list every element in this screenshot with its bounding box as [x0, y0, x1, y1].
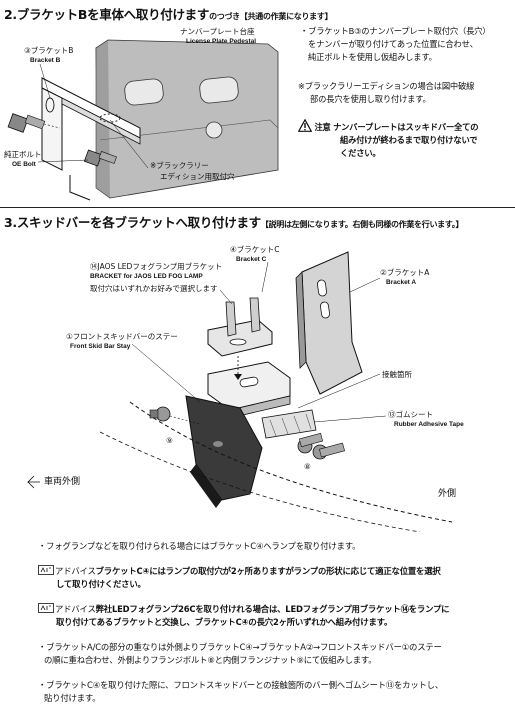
note-line: をナンバーが取り付けてあった位置に合わせ、 — [308, 39, 478, 49]
caution-line: 組み付けが終わるまで取り付けないで — [340, 135, 478, 145]
section3-subtitle: 【説明は左側になります。右側も同様の作業を行います。】 — [260, 220, 464, 229]
stay-label-en: Front Skid Bar Stay — [70, 343, 131, 350]
rubber-label-jp: ⑬ゴムシート — [388, 410, 433, 419]
warning-icon — [297, 118, 313, 132]
section2-illustration — [7, 39, 279, 201]
caution-line: ください。 — [340, 148, 381, 158]
stay-label-jp: ①フロントスキッドバーのステー — [66, 332, 178, 341]
section3-instructions: ・フォグランプなどを取り付けられる場合にはブラケットC④へランプを取り付けます。… — [38, 540, 508, 706]
section2-heading: 2.ブラケットBを車体へ取り付けますのつづき【共通の作業になります】 — [4, 4, 333, 23]
rally-hole-label-2: エディション用取付穴 — [160, 172, 235, 181]
section3-title: 3.スキッドバーを各ブラケットへ取り付けます — [4, 215, 261, 230]
bracket-a-label-en: Bracket A — [386, 279, 417, 286]
rally-note-line: ※ブラックラリーエディションの場合は図中破線 — [298, 81, 475, 91]
license-plate-pedestal — [95, 39, 279, 199]
callout-8: ⑧ — [304, 462, 311, 471]
note-line: ・ブラケットB③のナンバープレート取付穴（長穴） — [300, 26, 491, 36]
rubber-label-en: Rubber Adhesive Tape — [394, 421, 464, 428]
rally-note: ※ブラックラリーエディションの場合は図中破線 部の長穴を使用し取り付けます。 — [298, 80, 474, 106]
rally-hole-label-1: ※ブラックラリー — [150, 161, 209, 170]
bracket-c-label-en: Bracket C — [236, 256, 267, 263]
caution-block: 注意 ナンバープレートはスッキドバー全ての 組み付けが終わるまで取り付けないで … — [297, 118, 479, 160]
advice-label: アドバイス — [55, 603, 96, 614]
oe-bolt-label-jp: 純正ボルト — [4, 150, 42, 159]
advice-icon — [38, 602, 54, 613]
section2-subtitle: のつづき【共通の作業になります】 — [209, 12, 333, 21]
flange-bolts-drawing — [149, 406, 345, 460]
advice-icon — [38, 564, 54, 575]
instruction-item: 取り付けてあるブラケットと交換し、ブラケットC④の長穴2ヶ所いずれかへ組み付けま… — [56, 617, 393, 627]
oe-bolt-label-en: OE Bolt — [12, 161, 36, 168]
bracket-a-label-jp: ②ブラケットA — [380, 268, 430, 277]
skid-bar-stay-drawing — [185, 395, 263, 508]
callout-9: ⑨ — [166, 436, 173, 445]
rally-note-line: 部の長穴を使用し取り付けます。 — [310, 94, 431, 104]
section-divider — [0, 207, 515, 208]
instruction-item: ブラケットC④にはランプの取付穴が2ヶ所ありますがランプの形状に応じて適正な位置… — [95, 565, 441, 576]
section3-illustration — [27, 251, 453, 532]
bracket-a-drawing — [295, 251, 363, 395]
instruction-item: 弊社LEDフォグランプ26Cを取り付けれる場合は、LEDフォグランプ用ブラケット… — [95, 603, 450, 614]
bracket-b-label-en: Bracket B — [30, 57, 61, 64]
contact-label: 接触箇所 — [382, 370, 412, 379]
instruction-item: ・ブラケットA/Cの部分の重なりは外側よりブラケットC④→ブラケットA②→フロン… — [38, 641, 442, 652]
fog-bracket-label-en: BRACKET for JAOS LED FOG LAMP — [90, 273, 203, 280]
vehicle-outer-arrow — [27, 475, 40, 489]
vehicle-outer-label: 車両外側 — [44, 477, 81, 487]
rubber-tape-drawing — [261, 409, 317, 439]
bracket-b-drawing — [41, 77, 141, 201]
instruction-item: ・フォグランプなどを取り付けられる場合にはブラケットC④へランプを取り付けます。 — [38, 541, 361, 551]
skid-bar-outline — [129, 401, 453, 523]
caution-line: ナンバープレートはスッキドバー全ての — [333, 122, 479, 132]
bracket-b-label-jp: ③ブラケットB — [24, 46, 74, 55]
fog-bracket-label-jp: ⑭JAOS LEDフォグランプ用ブラケット — [90, 262, 223, 271]
instruction-item: ・ブラケットC④を取り付けた際に、フロントスキッドバーとの接触箇所のバー側へゴム… — [38, 679, 444, 690]
advice-label: アドバイス — [55, 565, 96, 576]
bracket-c-label-jp: ④ブラケットC — [230, 245, 280, 254]
outer-label: 外側 — [438, 489, 457, 499]
instruction-item: 貼り付けます。 — [44, 693, 101, 703]
advice-item: アドバイス弊社LEDフォグランプ26Cを取り付けれる場合は、LEDフォグランプ用… — [38, 602, 508, 630]
instruction-item: して取り付けください。 — [56, 579, 146, 589]
caution-label: 注意 — [314, 122, 331, 132]
note-line: 純正ボルトを使用し仮組みします。 — [308, 52, 437, 62]
oe-bolt-drawing — [7, 113, 117, 167]
section2-notes: ・ブラケットB③のナンバープレート取付穴（長穴） をナンバーが取り付けてあった位… — [300, 25, 491, 64]
pedestal-label-jp: ナンバープレート台座 — [180, 27, 255, 36]
fog-bracket-drawing — [207, 297, 273, 357]
section3-heading: 3.スキッドバーを各ブラケットへ取り付けます【説明は左側になります。右側も同様の… — [4, 212, 463, 231]
bracket-c-drawing — [207, 356, 291, 419]
advice-item: アドバイスブラケットC④にはランプの取付穴が2ヶ所ありますがランプの形状に応じて… — [38, 564, 508, 592]
instruction-item: の順に重ね合わせ、外側よりフランジボルト⑧と内側フランジナット⑨にて仮組みします… — [44, 655, 377, 665]
section2-title: 2.ブラケットBを車体へ取り付けます — [4, 7, 210, 22]
fog-bracket-note: 取付穴はいずれかお好みで選択します — [90, 284, 218, 293]
pedestal-label-en: License Plate Pedestal — [186, 38, 257, 45]
